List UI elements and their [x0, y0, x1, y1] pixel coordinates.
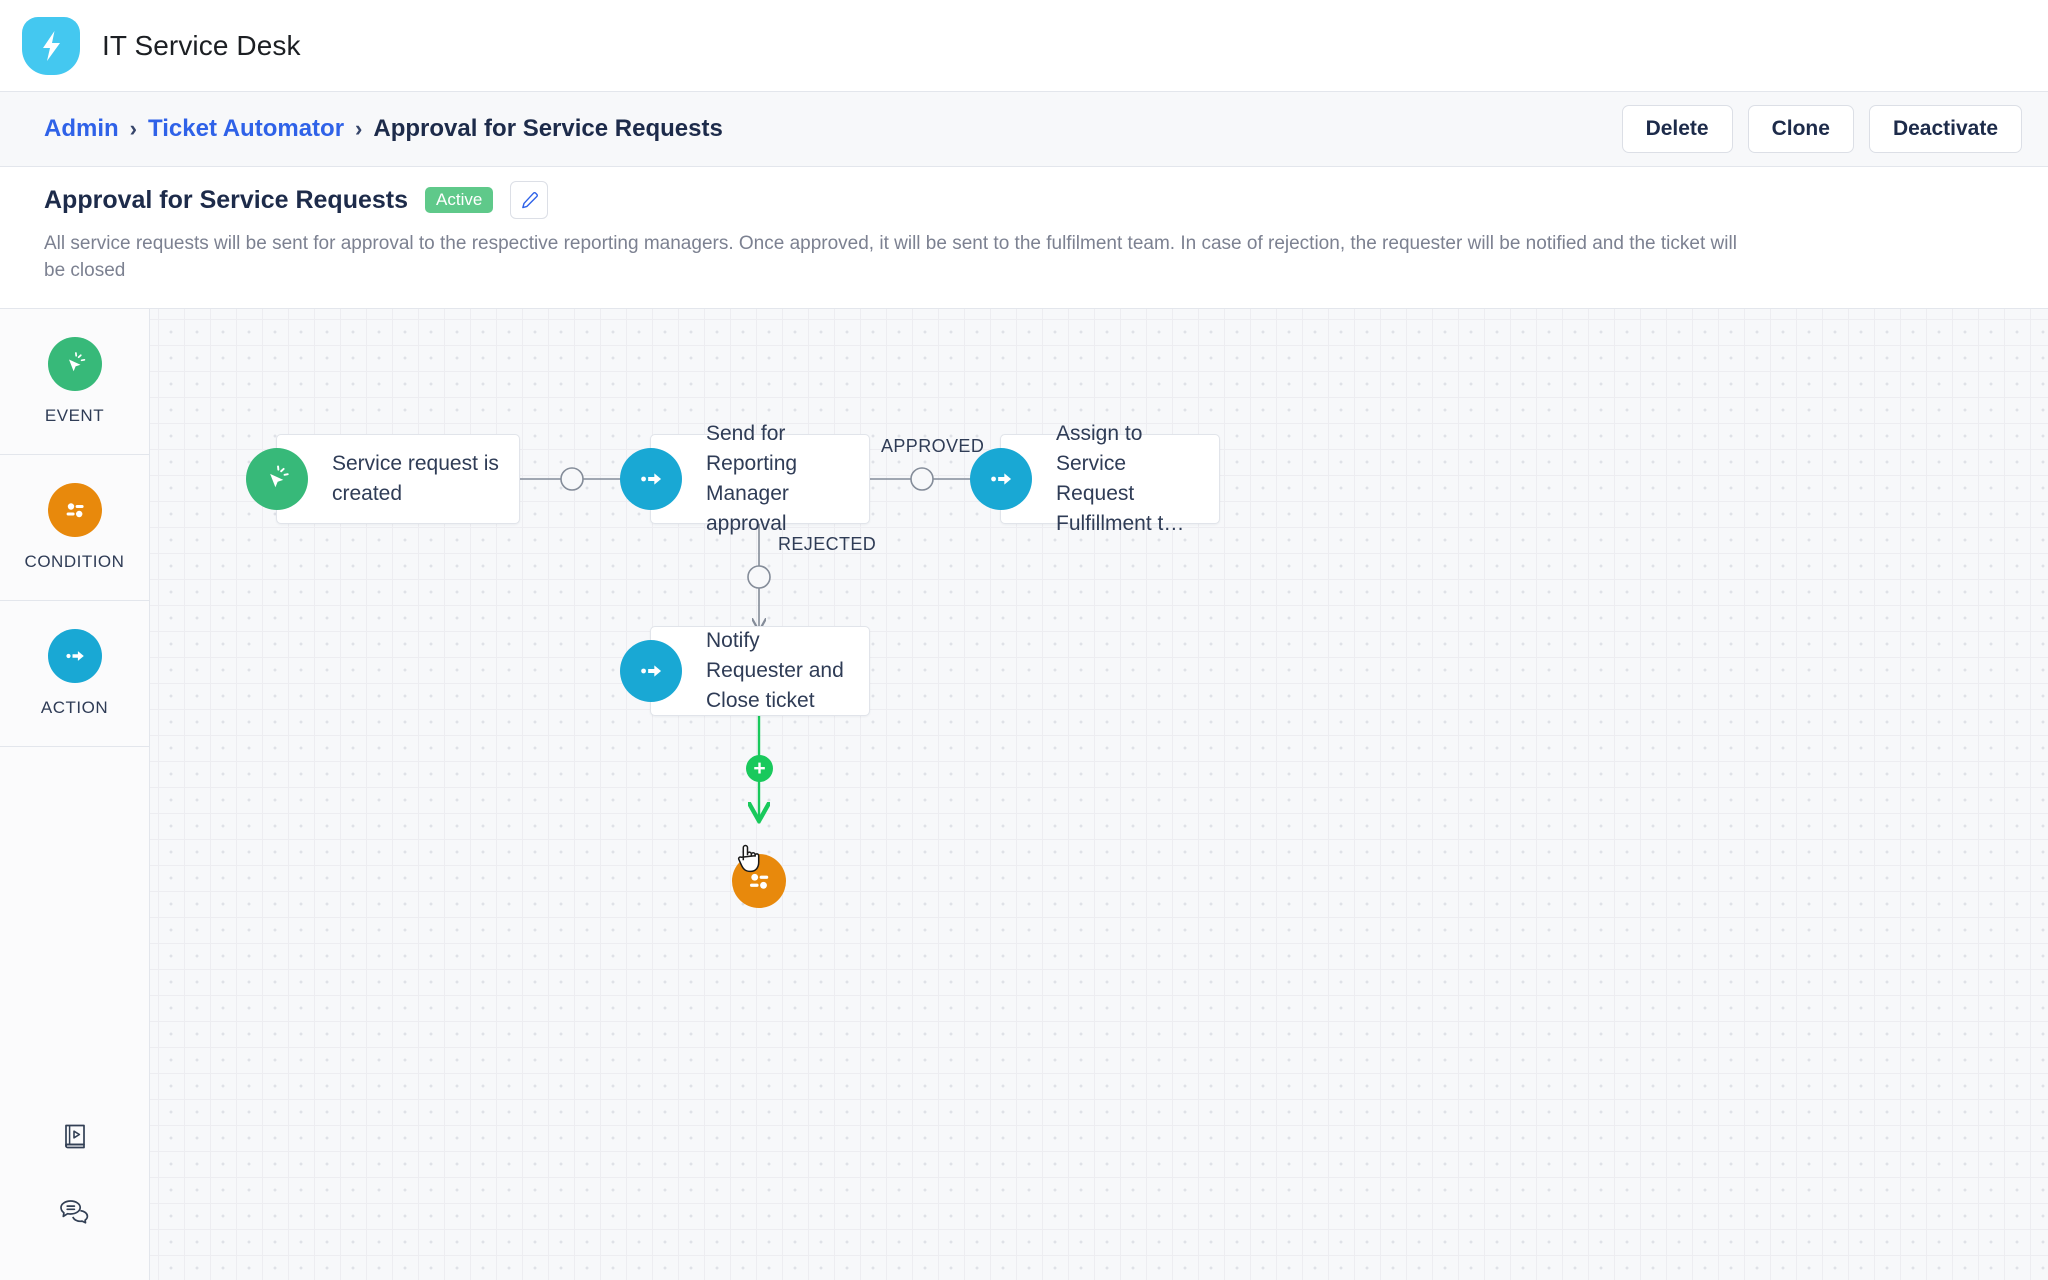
edit-flow-button[interactable] [510, 181, 549, 219]
flow-node-label: Service request is created [332, 452, 499, 505]
palette-item-label: EVENT [44, 406, 105, 425]
chat-bubbles-icon[interactable] [58, 1197, 92, 1232]
dot-arrow-icon [970, 448, 1032, 510]
dragged-condition-node[interactable] [732, 854, 786, 908]
filter-sliders-icon [47, 483, 102, 537]
dot-arrow-icon [620, 640, 682, 702]
work-area: EVENT CONDITION ACTION [0, 309, 2048, 1280]
guide-book-play-icon[interactable] [59, 1120, 91, 1157]
filter-sliders-icon [750, 873, 769, 889]
node-palette: EVENT CONDITION ACTION [0, 309, 150, 1280]
palette-item-condition[interactable]: CONDITION [0, 455, 149, 601]
palette-item-label: ACTION [40, 698, 109, 717]
status-badge: Active [425, 187, 494, 213]
flow-node-notify-close[interactable]: Notify Requester and Close ticket [620, 626, 870, 716]
flow-node-label: Notify Requester and Close ticket [706, 629, 844, 712]
flow-canvas[interactable]: Service request is created Send for Repo… [150, 309, 2048, 1280]
cursor-click-icon [246, 448, 308, 510]
clone-button[interactable]: Clone [1747, 105, 1854, 153]
breadcrumb-bar: Admin › Ticket Automator › Approval for … [0, 92, 2048, 167]
breadcrumb-separator-icon: › [355, 116, 363, 141]
header-actions: Delete Clone Deactivate [1621, 105, 2022, 153]
flow-description: All service requests will be sent for ap… [44, 233, 1737, 281]
page-title: Approval for Service Requests [44, 185, 409, 214]
palette-footer [0, 1120, 149, 1280]
app-title: IT Service Desk [102, 29, 301, 61]
flow-node-send-approval[interactable]: Send for Reporting Manager approval [620, 422, 870, 535]
breadcrumb: Admin › Ticket Automator › Approval for … [44, 115, 723, 143]
dot-arrow-icon [620, 448, 682, 510]
cursor-click-icon [47, 337, 102, 391]
palette-item-action[interactable]: ACTION [0, 601, 149, 747]
flow-node-label: Assign to Service Request Fulfillment t… [1056, 422, 1185, 535]
flow-node-label: Send for Reporting Manager approval [706, 422, 798, 535]
app-header: IT Service Desk [0, 0, 2048, 92]
delete-button[interactable]: Delete [1621, 105, 1733, 153]
breadcrumb-separator-icon: › [129, 116, 137, 141]
flow-node-assign-fulfillment[interactable]: Assign to Service Request Fulfillment t… [970, 422, 1220, 535]
flow-node-event[interactable]: Service request is created [246, 434, 520, 524]
edge-label-approved: APPROVED [881, 436, 985, 456]
breadcrumb-item-admin[interactable]: Admin [44, 115, 119, 142]
palette-spacer [0, 747, 149, 1120]
palette-item-event[interactable]: EVENT [0, 309, 149, 455]
pencil-icon [521, 191, 538, 208]
edge-label-rejected: REJECTED [778, 534, 877, 554]
flow-header: Approval for Service Requests Active All… [0, 167, 2048, 309]
add-node-button[interactable]: + [746, 755, 773, 782]
dot-arrow-icon [47, 629, 102, 683]
deactivate-button[interactable]: Deactivate [1868, 105, 2022, 153]
breadcrumb-item-ticket-automator[interactable]: Ticket Automator [148, 115, 345, 142]
app-logo[interactable] [22, 16, 80, 75]
palette-item-label: CONDITION [24, 552, 125, 571]
breadcrumb-item-current: Approval for Service Requests [373, 115, 723, 142]
